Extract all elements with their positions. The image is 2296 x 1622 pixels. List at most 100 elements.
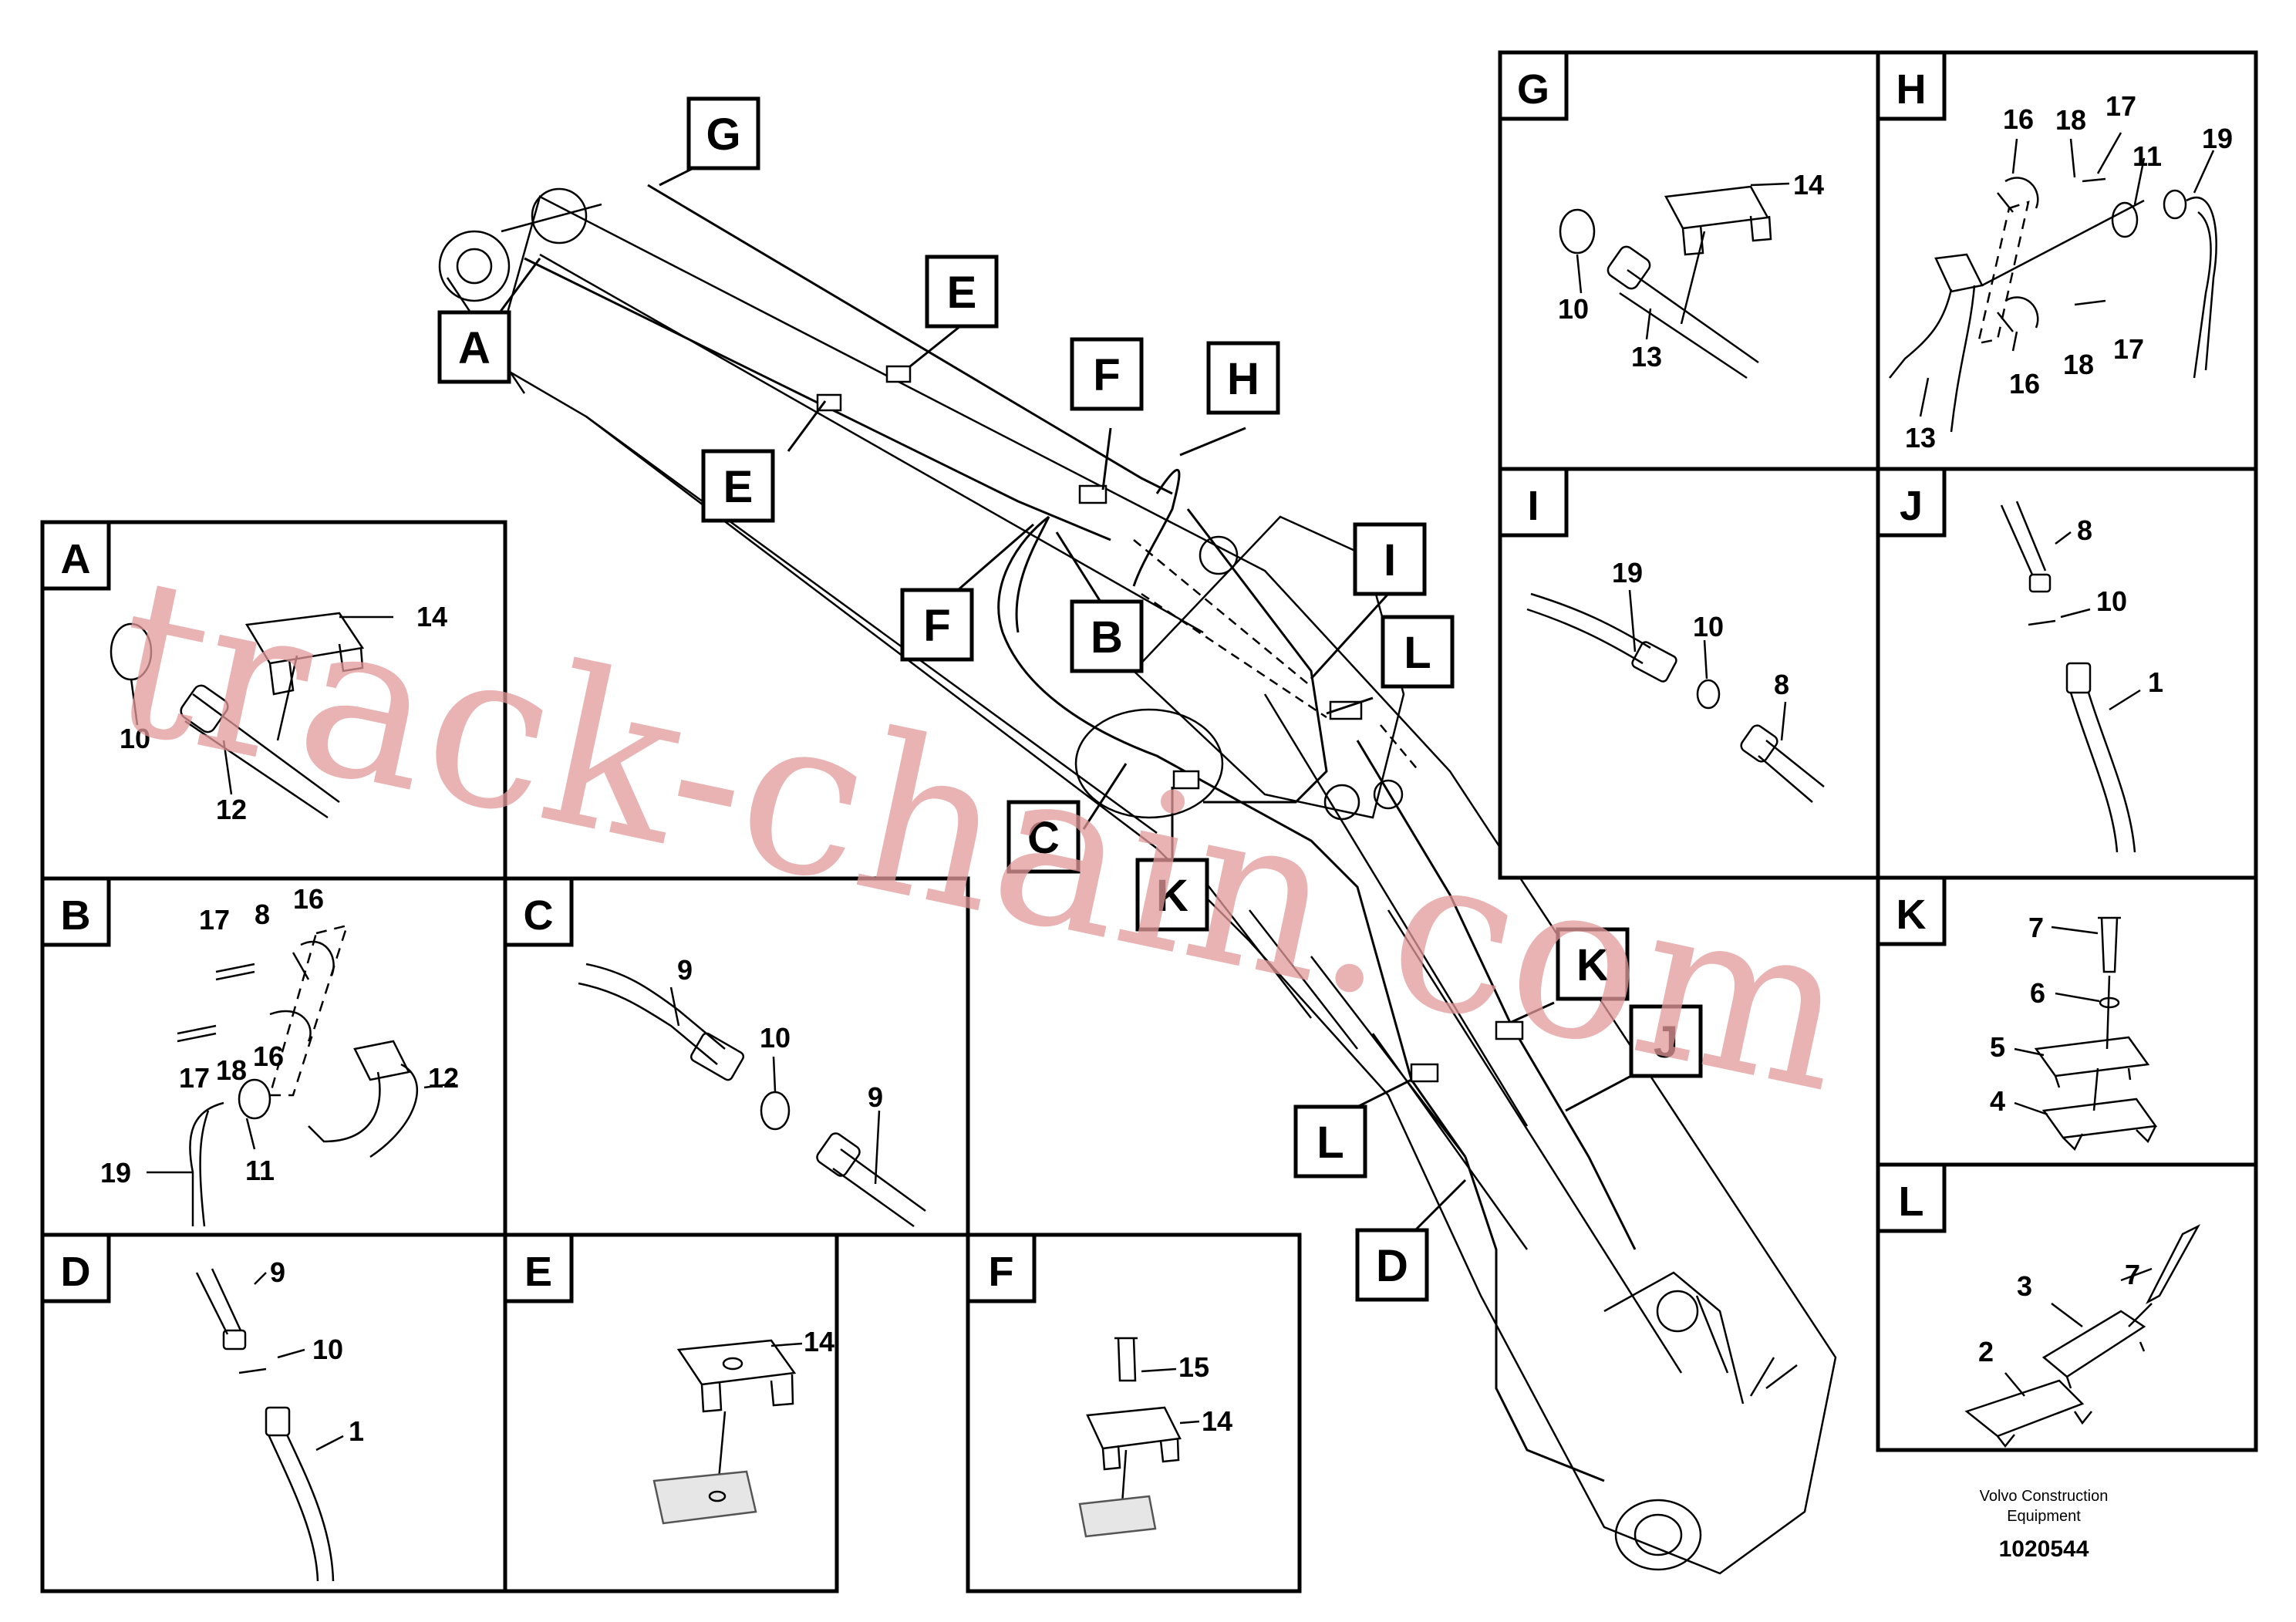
panel-J-part-0: 8 bbox=[2077, 514, 2092, 546]
panel-K: K 7 6 5 4 bbox=[1876, 875, 2258, 1167]
panel-C-part-2: 9 bbox=[868, 1081, 883, 1113]
panel-C-part-0: 9 bbox=[677, 954, 693, 986]
callout-label-d: D bbox=[1376, 1241, 1408, 1291]
panel-K-drawing bbox=[2014, 916, 2158, 1152]
panel-B-part-5: 16 bbox=[253, 1040, 284, 1072]
callout-box-f2 bbox=[900, 588, 974, 662]
panel-K-title: K bbox=[1896, 892, 1927, 938]
panel-K-part-0: 7 bbox=[2028, 912, 2044, 943]
panel-B-part-4: 18 bbox=[216, 1054, 247, 1086]
panel-H-part-6: 16 bbox=[2009, 368, 2040, 400]
panel-L-part-2: 2 bbox=[1978, 1336, 1994, 1367]
panel-F: F 15 14 bbox=[966, 1233, 1302, 1593]
panel-B: B 17 8 16 17 18 16 12 19 11 bbox=[40, 876, 507, 1237]
panel-H-part-7: 18 bbox=[2063, 349, 2094, 380]
panel-G: G 14 10 13 bbox=[1498, 50, 1880, 471]
callout-label-k2: K bbox=[1576, 940, 1609, 990]
boom-illustration bbox=[438, 184, 1837, 1575]
panel-F-part-0: 15 bbox=[1178, 1351, 1209, 1383]
panel-J-title-box bbox=[1876, 467, 1947, 538]
panel-I-drawing bbox=[1526, 589, 1825, 803]
panel-K-part-3: 4 bbox=[1990, 1085, 2005, 1117]
panel-K-part-2: 5 bbox=[1990, 1031, 2005, 1063]
panel-A-part-1: 10 bbox=[120, 723, 150, 754]
callout-label-c: C bbox=[1027, 813, 1060, 863]
panel-J: J 8 10 1 bbox=[1876, 467, 2258, 880]
panel-E-title-box bbox=[503, 1233, 574, 1303]
panel-G-part-0: 14 bbox=[1793, 169, 1824, 201]
panel-J-part-2: 1 bbox=[2148, 666, 2163, 698]
panel-E-title: E bbox=[524, 1249, 552, 1295]
panel-E-part-0: 14 bbox=[804, 1326, 834, 1357]
panel-L-part-0: 7 bbox=[2125, 1259, 2140, 1290]
panel-H-part-3: 11 bbox=[2132, 140, 2162, 172]
panel-H-part-1: 18 bbox=[2055, 104, 2086, 136]
panel-G-part-1: 10 bbox=[1558, 293, 1589, 325]
callout-box-b bbox=[1070, 599, 1144, 673]
panel-D-part-2: 1 bbox=[349, 1415, 364, 1447]
panel-H-part-2: 17 bbox=[2106, 90, 2136, 122]
callout-box-k1 bbox=[1135, 858, 1209, 932]
callout-box-g bbox=[686, 96, 760, 170]
panel-H-part-8: 17 bbox=[2113, 333, 2144, 365]
panel-A-title-box bbox=[40, 520, 111, 591]
footer-doc-number: 1020544 bbox=[1999, 1536, 2089, 1562]
panel-C-part-1: 10 bbox=[760, 1022, 791, 1054]
panel-A-part-0: 14 bbox=[416, 601, 447, 632]
panel-D-title-box bbox=[40, 1233, 111, 1303]
callout-box-e2 bbox=[701, 449, 775, 523]
callout-label-k1: K bbox=[1156, 871, 1188, 921]
panel-G-part-2: 13 bbox=[1631, 341, 1662, 373]
panel-C-drawing bbox=[578, 963, 926, 1228]
panel-I-part-1: 10 bbox=[1693, 611, 1724, 642]
panel-I-title-box bbox=[1498, 467, 1569, 538]
panel-H-title-box bbox=[1876, 50, 1947, 121]
panel-G-title: G bbox=[1517, 66, 1549, 113]
panel-H-part-0: 16 bbox=[2003, 103, 2034, 135]
panel-L-part-1: 3 bbox=[2017, 1270, 2032, 1302]
callout-label-i: I bbox=[1384, 535, 1396, 585]
callout-label-j: J bbox=[1654, 1017, 1678, 1067]
panel-D-drawing bbox=[195, 1268, 344, 1582]
panel-J-title: J bbox=[1900, 483, 1923, 529]
panel-F-title-box bbox=[966, 1233, 1037, 1303]
panel-H-part-5: 13 bbox=[1905, 422, 1936, 454]
panel-J-drawing bbox=[2000, 501, 2141, 853]
panel-H-part-4: 19 bbox=[2202, 123, 2233, 154]
callout-box-i bbox=[1353, 522, 1427, 596]
panel-A-drawing bbox=[110, 612, 393, 819]
panel-B-title-box bbox=[40, 876, 111, 947]
callout-label-f1: F bbox=[1093, 350, 1120, 400]
panel-B-title: B bbox=[61, 892, 91, 939]
panel-A-title: A bbox=[61, 536, 91, 582]
callout-label-b: B bbox=[1091, 612, 1123, 663]
callout-label-l2: L bbox=[1317, 1118, 1344, 1168]
callout-box-j bbox=[1629, 1004, 1703, 1078]
callout-label-a: A bbox=[458, 323, 491, 373]
panel-H-drawing bbox=[1889, 132, 2217, 433]
panel-L-title-box bbox=[1876, 1162, 1947, 1233]
callout-label-l1: L bbox=[1404, 628, 1431, 678]
panel-G-title-box bbox=[1498, 50, 1569, 121]
panel-D: D 9 10 1 bbox=[40, 1233, 507, 1593]
callout-box-d bbox=[1355, 1228, 1429, 1302]
panel-A-part-2: 12 bbox=[216, 794, 247, 825]
callout-box-l1 bbox=[1381, 615, 1455, 689]
panel-D-title: D bbox=[61, 1249, 91, 1295]
callout-label-f2: F bbox=[923, 601, 950, 651]
panel-B-part-7: 19 bbox=[100, 1157, 131, 1189]
panel-L-drawing bbox=[1964, 1224, 2201, 1448]
callout-box-f1 bbox=[1070, 337, 1144, 411]
panel-K-title-box bbox=[1876, 875, 1947, 946]
panel-A: A 14 10 12 bbox=[40, 520, 507, 881]
panel-B-part-1: 8 bbox=[255, 899, 270, 930]
panel-K-part-1: 6 bbox=[2030, 977, 2045, 1009]
panel-H-title: H bbox=[1896, 66, 1927, 113]
callout-box-c bbox=[1006, 800, 1081, 874]
callout-box-h bbox=[1206, 341, 1280, 415]
panel-I-part-2: 8 bbox=[1774, 669, 1789, 700]
callout-box-k2 bbox=[1556, 927, 1630, 1001]
panel-J-part-1: 10 bbox=[2096, 585, 2127, 617]
